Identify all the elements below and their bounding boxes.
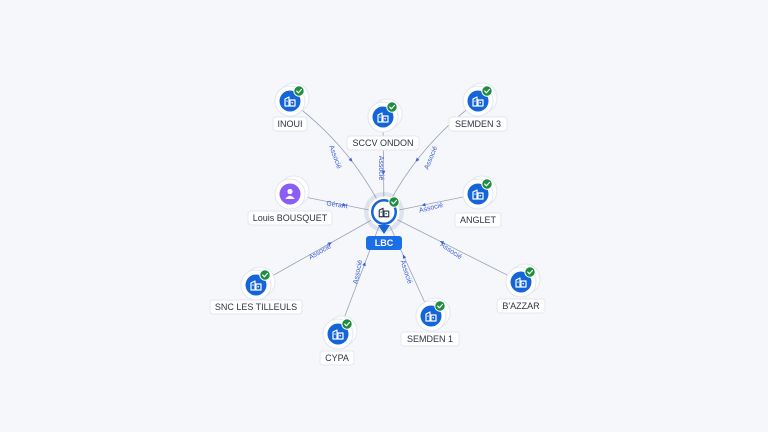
- edge-arrow-icon: [381, 170, 386, 175]
- building-icon: [284, 96, 296, 107]
- building-icon: [250, 280, 262, 291]
- edge-arrow-icon: [327, 242, 332, 246]
- svg-text:LBC: LBC: [375, 238, 394, 248]
- edge-arrow-icon: [342, 202, 347, 207]
- node-label-sccv-ondon: SCCV ONDON: [346, 135, 420, 151]
- node-cypa[interactable]: CYPA: [319, 315, 358, 366]
- node-label-cypa: CYPA: [319, 350, 355, 366]
- center-node-label: LBC: [366, 236, 402, 250]
- svg-text:SNC LES TILLEULS: SNC LES TILLEULS: [215, 302, 297, 312]
- nodes-layer: INOUI SCCV ONDON SEMDEN 3 Louis BOUSQUET ANG…: [209, 82, 546, 366]
- node-anglet[interactable]: ANGLET: [454, 175, 502, 228]
- edge-inoui: [289, 100, 385, 214]
- node-semden-3[interactable]: SEMDEN 3: [448, 82, 508, 132]
- svg-text:INOUI: INOUI: [277, 119, 302, 129]
- edge-bazzar: [383, 212, 522, 283]
- building-icon: [425, 311, 437, 322]
- node-label-snc-les-tilleuls: SNC LES TILLEULS: [209, 299, 303, 315]
- svg-text:SCCV ONDON: SCCV ONDON: [352, 138, 413, 148]
- check-badge-icon: [524, 266, 536, 278]
- svg-text:CYPA: CYPA: [325, 353, 349, 363]
- check-badge-icon: [293, 85, 305, 97]
- check-badge-icon: [481, 178, 493, 190]
- node-sccv-ondon[interactable]: SCCV ONDON: [346, 98, 420, 151]
- building-icon: [377, 112, 389, 123]
- check-badge-icon: [388, 196, 400, 208]
- node-label-bazzar: B'AZZAR: [496, 298, 546, 314]
- edge-label-cypa: Associé: [352, 259, 364, 285]
- node-inoui[interactable]: INOUI: [272, 82, 310, 132]
- edge-arrow-icon: [362, 261, 366, 267]
- node-snc-les-tilleuls[interactable]: SNC LES TILLEULS: [209, 266, 303, 315]
- check-badge-icon: [386, 101, 398, 113]
- edge-label-louis-bousquet: Gérant: [326, 200, 348, 210]
- edge-label-snc-les-tilleuls: Associé: [308, 243, 333, 261]
- svg-text:ANGLET: ANGLET: [460, 215, 497, 225]
- edge-label-inoui: Associé: [327, 144, 342, 170]
- edge-label-anglet: Associé: [418, 202, 444, 215]
- edge-arrow-icon: [421, 202, 426, 207]
- node-label-louis-bousquet: Louis BOUSQUET: [247, 210, 333, 226]
- svg-text:SEMDEN 3: SEMDEN 3: [455, 119, 501, 129]
- edge-arrow-icon: [348, 157, 353, 162]
- svg-text:SEMDEN 1: SEMDEN 1: [407, 334, 453, 344]
- node-semden-1[interactable]: SEMDEN 1: [400, 297, 460, 347]
- edge-arrow-icon: [439, 241, 445, 245]
- building-icon: [515, 277, 527, 288]
- edge-arrow-icon: [402, 254, 407, 259]
- edge-label-sccv-ondon: Associé: [377, 156, 384, 181]
- center-node[interactable]: LBC: [364, 192, 404, 250]
- node-label-semden-1: SEMDEN 1: [400, 331, 460, 347]
- building-icon: [472, 189, 484, 200]
- node-label-semden-3: SEMDEN 3: [448, 116, 508, 132]
- building-icon: [332, 329, 344, 340]
- node-louis-bousquet[interactable]: Louis BOUSQUET: [247, 175, 333, 226]
- edge-arrow-icon: [415, 157, 420, 162]
- check-badge-icon: [434, 300, 446, 312]
- check-badge-icon: [259, 269, 271, 281]
- person-icon: [285, 188, 295, 199]
- node-bazzar[interactable]: B'AZZAR: [496, 263, 546, 314]
- node-label-anglet: ANGLET: [454, 212, 502, 228]
- building-icon: [472, 96, 484, 107]
- check-badge-icon: [481, 85, 493, 97]
- svg-text:Louis BOUSQUET: Louis BOUSQUET: [253, 213, 328, 223]
- svg-text:B'AZZAR: B'AZZAR: [502, 301, 540, 311]
- building-icon: [378, 207, 390, 218]
- node-label-inoui: INOUI: [272, 116, 308, 132]
- check-badge-icon: [341, 318, 353, 330]
